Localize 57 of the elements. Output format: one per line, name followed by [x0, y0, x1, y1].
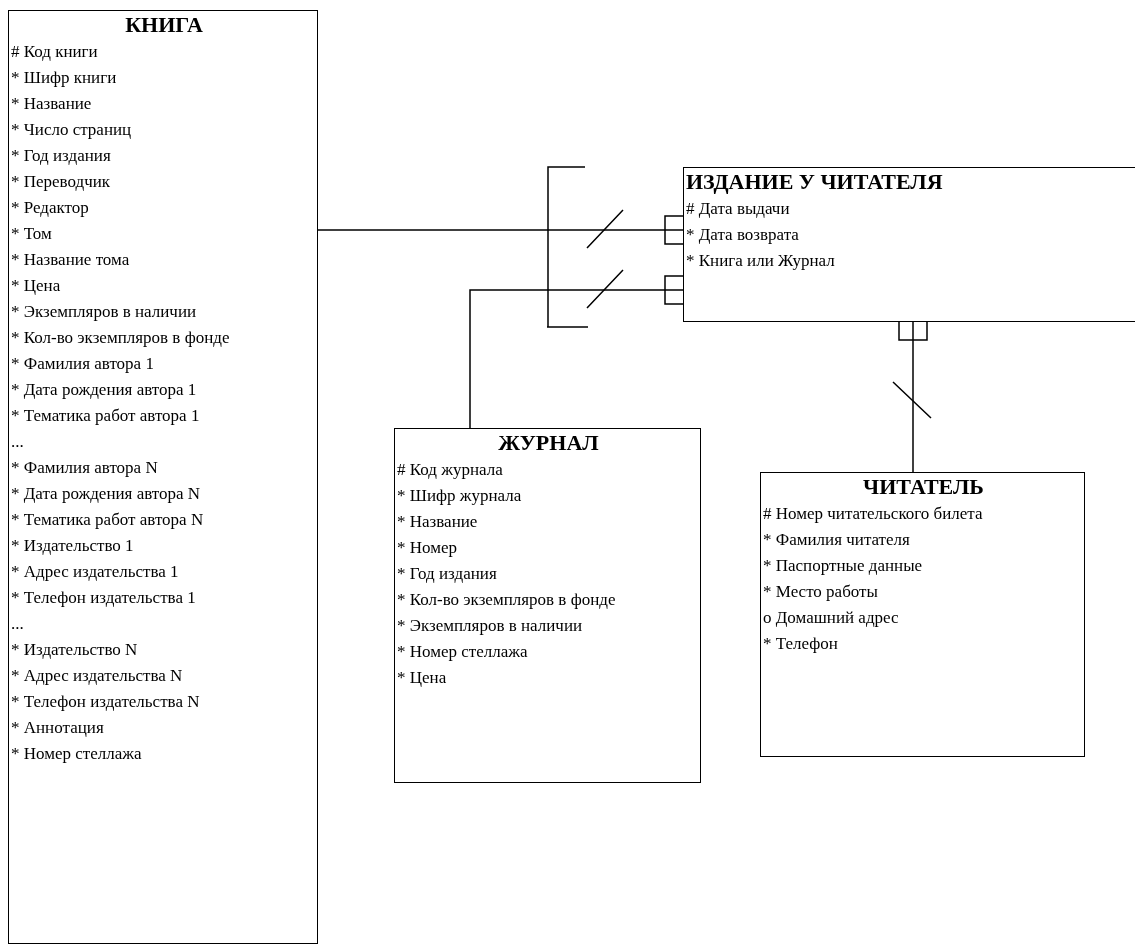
relationship-line	[469, 269, 684, 429]
entity-title: ЖУРНАЛ	[497, 429, 600, 457]
attribute-text: * Число страниц	[10, 119, 133, 141]
attribute-text: * Книга или Журнал	[685, 250, 836, 272]
attribute-text: * Место работы	[762, 581, 879, 603]
attribute-text: * Дата рождения автора 1	[10, 379, 198, 401]
attribute-text: * Паспортные данные	[762, 555, 924, 577]
attribute-text: * Тематика работ автора N	[10, 509, 205, 531]
attribute-text: * Адрес издательства 1	[10, 561, 180, 583]
attribute-text: ...	[10, 613, 25, 635]
attribute-text: * Дата рождения автора N	[10, 483, 202, 505]
attribute-text: * Тематика работ автора 1	[10, 405, 201, 427]
attribute-text: # Код журнала	[396, 459, 504, 481]
attribute-text: ...	[10, 431, 25, 453]
attribute-text: # Дата выдачи	[685, 198, 791, 220]
attribute-text: * Телефон издательства 1	[10, 587, 197, 609]
attribute-text: * Кол-во экземпляров в фонде	[396, 589, 617, 611]
attribute-text: * Издательство 1	[10, 535, 135, 557]
attribute-text: * Кол-во экземпляров в фонде	[10, 327, 231, 349]
entity-box	[683, 167, 1135, 322]
attribute-text: o Домашний адрес	[762, 607, 900, 629]
entity-title: КНИГА	[124, 11, 204, 39]
attribute-text: * Фамилия автора N	[10, 457, 159, 479]
attribute-text: * Издательство N	[10, 639, 139, 661]
attribute-text: * Экземпляров в наличии	[10, 301, 198, 323]
relationship-line	[892, 321, 932, 473]
attribute-text: * Фамилия читателя	[762, 529, 911, 551]
attribute-text: * Телефон	[762, 633, 839, 655]
attribute-text: * Номер стеллажа	[10, 743, 143, 765]
attribute-text: # Номер читательского билета	[762, 503, 984, 525]
attribute-text: * Название тома	[10, 249, 131, 271]
attribute-text: * Фамилия автора 1	[10, 353, 155, 375]
relationship-line	[317, 209, 684, 249]
attribute-text: * Номер стеллажа	[396, 641, 529, 663]
attribute-text: # Код книги	[10, 41, 99, 63]
attribute-text: * Экземпляров в наличии	[396, 615, 584, 637]
attribute-text: * Год издания	[396, 563, 498, 585]
entity-box	[8, 10, 318, 944]
attribute-text: * Шифр книги	[10, 67, 118, 89]
entity-box	[394, 428, 701, 783]
attribute-text: * Название	[396, 511, 479, 533]
entity-title: ЧИТАТЕЛЬ	[862, 473, 985, 501]
attribute-text: * Шифр журнала	[396, 485, 523, 507]
attribute-text: * Адрес издательства N	[10, 665, 184, 687]
attribute-text: * Переводчик	[10, 171, 112, 193]
attribute-text: * Цена	[396, 667, 448, 689]
entity-title: ИЗДАНИЕ У ЧИТАТЕЛЯ	[685, 168, 944, 196]
entity-box	[760, 472, 1085, 757]
attribute-text: * Аннотация	[10, 717, 105, 739]
attribute-text: * Редактор	[10, 197, 90, 219]
attribute-text: * Цена	[10, 275, 62, 297]
attribute-text: * Номер	[396, 537, 458, 559]
attribute-text: * Название	[10, 93, 93, 115]
attribute-text: * Телефон издательства N	[10, 691, 201, 713]
attribute-text: * Том	[10, 223, 53, 245]
attribute-text: * Дата возврата	[685, 224, 800, 246]
attribute-text: * Год издания	[10, 145, 112, 167]
